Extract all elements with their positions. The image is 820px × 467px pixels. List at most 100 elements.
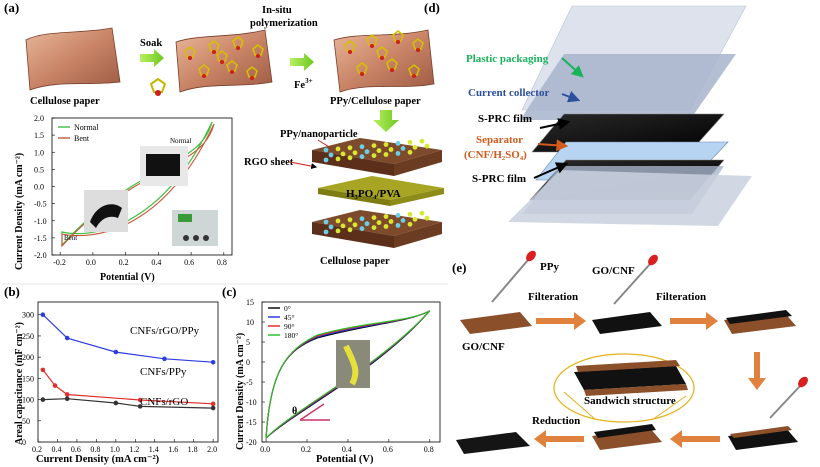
panel-d-label: (d) (424, 0, 440, 15)
nanoparticle-dot (359, 144, 365, 150)
cellulose-paper-sheet (25, 27, 121, 91)
nanoparticle-dot (412, 144, 418, 150)
down-arrow (373, 110, 399, 132)
collector-label: Current collector (468, 87, 549, 99)
chart-c-x-tick-label: 0.8 (424, 445, 434, 454)
nanoparticle-dot (335, 156, 341, 162)
chart-b-point (52, 383, 58, 388)
nanoparticle-dot (347, 145, 353, 151)
plastic-packaging-bottom (508, 170, 752, 226)
inset-y-tick-label: 1.5 (34, 131, 44, 140)
black-film-1 (592, 312, 662, 334)
pyrrole-molecule (149, 77, 167, 96)
chart-b-series-label: CNFs/rGO/PPy (130, 325, 200, 337)
chart-b-point (137, 397, 143, 403)
nanoparticle-dot (340, 223, 346, 229)
panel-e-label: (e) (452, 260, 466, 275)
sprc-arrow-1 (539, 118, 571, 130)
panel-c-label: (c) (222, 284, 236, 299)
plastic-arrow (561, 57, 584, 78)
go-cnf-film (460, 312, 532, 334)
chart-c-bent-device (343, 344, 359, 386)
chart-b-x-tick-label: 0.4 (51, 445, 61, 454)
separator-label: Separator (476, 134, 523, 146)
nanoparticle-dot (395, 141, 401, 146)
panel-e: (e) PPy GO/CNF GO/CNF Filteration Filter… (452, 250, 808, 454)
chart-b-point (64, 392, 70, 397)
chart-b-point (40, 367, 46, 373)
chart-c-y-tick-label: 15 (246, 298, 254, 307)
nitrogen-icon (256, 54, 260, 58)
sandwich-label: Sandwich structure (584, 395, 676, 407)
chart-b-y-tick-label: 300 (22, 311, 34, 320)
top-electrode-layer (312, 138, 442, 176)
ppy-label: PPy (540, 261, 559, 273)
inset-y-tick-label: -1.5 (34, 234, 47, 243)
separator-label-2: (CNF/H₂SO₄) (464, 149, 527, 161)
nanoparticle-dot (412, 216, 418, 222)
inset-y-tick-label: -2.0 (34, 251, 47, 260)
nitrogen-icon (360, 72, 364, 76)
chart-b-ylabel: Areal capacitance (mF cm⁻²) (14, 322, 25, 445)
sprc-arrow-2 (533, 162, 569, 179)
chart-b-point (210, 359, 216, 365)
chart-c-y-tick-label: -15 (246, 418, 257, 427)
chart-b-x-tick-label: 0.6 (71, 445, 81, 454)
nanoparticle-dot (347, 155, 353, 161)
chart-b-x-tick-label: 1.2 (129, 445, 139, 454)
nitrogen-icon (212, 50, 216, 54)
nanoparticle-dot (335, 228, 341, 234)
chart-b-y-tick-label: 50 (22, 417, 30, 426)
legend-normal-label: Normal (74, 123, 99, 132)
polymerization-label: polymerization (250, 18, 318, 29)
chart-b-y-tick-label: 150 (22, 374, 34, 383)
nanoparticle-dot (340, 151, 346, 157)
chart-c-ylabel: Current Density (mA cm⁻²) (235, 333, 246, 450)
ppy-cellulose-label: PPy/Cellulose paper (330, 96, 421, 107)
chart-c-frame (261, 301, 441, 443)
chart-b-x-tick-label: 1.4 (149, 445, 159, 454)
bottom-electrode-layer (312, 210, 442, 248)
nanoparticle-dot (352, 222, 358, 228)
chart-b-series-label: CNFs/PPy (140, 366, 187, 378)
inset-x-tick-label: 0.6 (184, 258, 194, 267)
inset-y-tick-label: 0.5 (34, 165, 44, 174)
layered-film-3 (728, 428, 798, 450)
nanoparticle-dot (407, 211, 413, 217)
chart-c-y-tick-label: 0 (246, 358, 250, 367)
nanoparticle-dot (323, 157, 329, 163)
chart-c-legend-label: 180° (284, 331, 298, 340)
sandwich-highlight (553, 353, 695, 423)
nitrogen-icon (188, 56, 192, 60)
filtration-label-1: Filteration (528, 291, 578, 303)
inset-y-tick-label: 1.0 (34, 148, 44, 157)
chart-b-point (40, 397, 46, 402)
nanoparticle-dot (347, 227, 353, 233)
chart-c-x-tick-label: 0.0 (260, 445, 270, 454)
nanoparticle-dot (407, 221, 413, 227)
ppy-nano-label: PPy/nanoparticle (280, 129, 358, 140)
chart-c-y-tick-label: -20 (246, 438, 257, 447)
sprc-label-1: S-PRC film (478, 113, 532, 125)
nitrogen-icon (396, 40, 400, 44)
chart-b-point (64, 396, 70, 402)
nanoparticle-dot (419, 138, 425, 144)
rgo-pointer (289, 161, 318, 170)
chart-b-point (113, 400, 119, 406)
chart-b-point (137, 404, 143, 409)
nanoparticle-dot (359, 226, 365, 232)
pipette-3 (769, 376, 808, 419)
pipette-go (613, 254, 658, 305)
filtration-arrow-2 (670, 312, 718, 330)
chart-b-y-tick-label: 0 (22, 438, 26, 447)
nanoparticle-dot (364, 221, 370, 227)
chart-c-legend-label: 0° (284, 304, 291, 313)
chart-b-point (113, 349, 119, 355)
nanoparticle-dot (335, 218, 341, 224)
nanoparticle-dot (388, 147, 394, 152)
nanoparticle-dot (323, 229, 329, 235)
chart-b-y-tick-label: 200 (22, 353, 34, 362)
chart-b-y-tick-label: 250 (22, 332, 34, 341)
chart-b-point (64, 335, 70, 341)
